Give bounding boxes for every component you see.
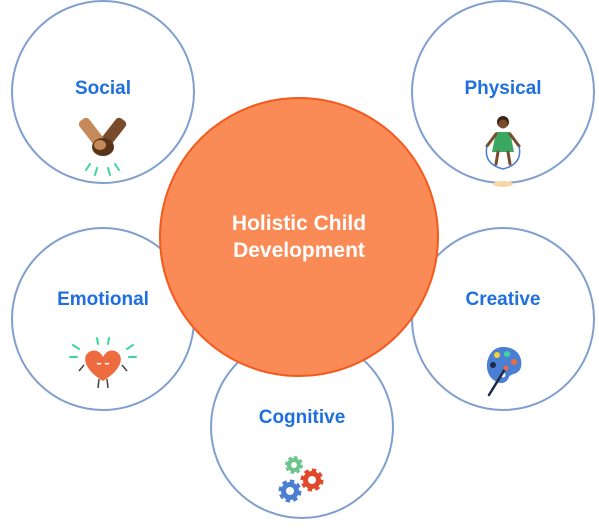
creative-label: Creative (465, 289, 541, 310)
physical-label: Physical (464, 78, 542, 99)
social-circle: Social (11, 0, 195, 184)
smiling-heart-icon (69, 337, 137, 389)
physical-circle: Physical (411, 0, 595, 187)
jump-rope-child-icon (485, 116, 521, 187)
gears-icon (278, 456, 324, 503)
paint-palette-icon (486, 347, 522, 397)
center-circle: Holistic Child Development (159, 97, 439, 377)
holding-hands-icon (78, 117, 127, 176)
creative-circle: Creative (411, 227, 595, 411)
emotional-label: Emotional (57, 289, 149, 310)
cognitive-label: Cognitive (258, 407, 346, 428)
center-title-line1: Holistic Child (231, 212, 367, 235)
emotional-circle: Emotional (11, 227, 195, 411)
center-title-line2: Development (233, 239, 365, 262)
social-label: Social (75, 78, 131, 99)
